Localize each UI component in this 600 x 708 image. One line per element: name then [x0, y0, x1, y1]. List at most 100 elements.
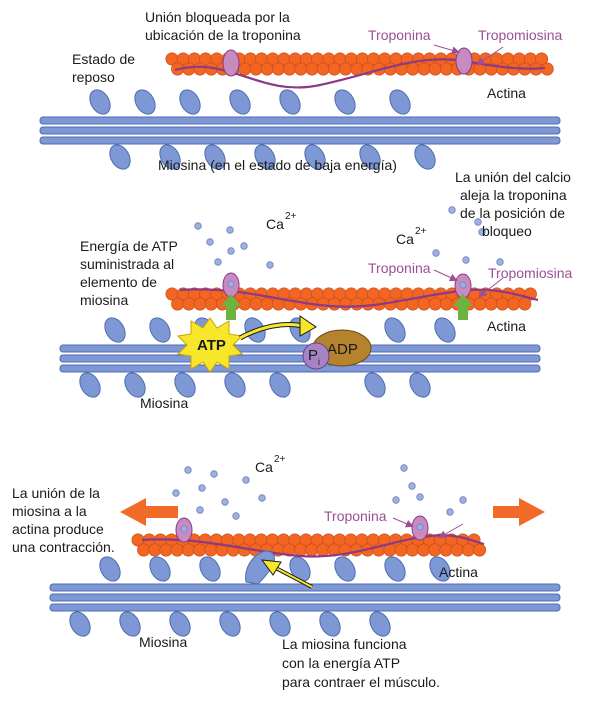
contraction-arrow-right: [493, 498, 545, 526]
actin-bead: [461, 543, 475, 557]
tropomyosin-pointer: [476, 46, 504, 66]
calcium-ion: [196, 506, 204, 514]
actin-bead: [339, 62, 353, 76]
calcium-ion: [227, 247, 235, 255]
contraction-line2: miosina a la: [12, 503, 87, 519]
myosin-heads: [89, 89, 436, 170]
bound-calcium-ion: [416, 523, 424, 531]
myosin-head: [179, 89, 201, 115]
myosin-head: [79, 372, 101, 398]
panel-atp-activation: ATP ADP P i Energía de ATP suministrada …: [59, 169, 573, 411]
calcium-ion: [432, 249, 440, 257]
calcium-label: Ca: [266, 216, 284, 232]
calcium-binding-line3: de la posición de: [460, 205, 565, 221]
myosin-head: [269, 611, 291, 637]
myosin-heads: [69, 556, 451, 637]
myosin-head: [224, 372, 246, 398]
bound-calcium-ion: [227, 280, 235, 288]
actin-bead: [428, 62, 442, 76]
actin-bead: [271, 62, 285, 76]
myosin-head: [104, 317, 126, 343]
calcium-binding-line1: La unión del calcio: [455, 169, 571, 185]
myosin-head: [199, 556, 221, 582]
myosin-head: [389, 89, 411, 115]
actin-bead: [316, 543, 330, 557]
actin-bead: [518, 297, 532, 311]
calcium-ions: [172, 464, 467, 520]
myosin-rod: [49, 593, 561, 602]
calcium-ion: [226, 226, 234, 234]
actin-bead: [171, 297, 185, 311]
calcium-label: Ca: [255, 459, 273, 475]
calcium-ion: [258, 494, 266, 502]
power-stroke-arrow-body: [273, 566, 313, 588]
calcium-charge: 2+: [415, 226, 427, 237]
myosin-head: [159, 144, 181, 170]
myosin-head: [384, 317, 406, 343]
atp-energy-line4: miosina: [80, 292, 128, 308]
myosin-head: [149, 317, 171, 343]
calcium-ion: [206, 238, 214, 246]
actin-bead: [305, 543, 319, 557]
actin-bead: [439, 297, 453, 311]
calcium-binding-line4: bloqueo: [482, 223, 532, 239]
panel-resting-state: Unión bloqueada por la ubicación de la t…: [39, 9, 563, 173]
myosin-rod: [59, 354, 541, 363]
troponin-complex: [222, 49, 240, 77]
atp-label: ATP: [197, 337, 226, 354]
actin-bead: [495, 62, 509, 76]
calcium-ion: [194, 222, 202, 230]
atp-energy-line3: elemento de: [80, 274, 157, 290]
tropomyosin-strand: [174, 58, 546, 89]
troponin-pointer: [392, 517, 414, 528]
actin-label: Actina: [487, 318, 526, 334]
myosin-head: [149, 556, 171, 582]
calcium-ion: [172, 489, 180, 497]
actin-bead: [417, 62, 431, 76]
myosin-label: Miosina: [140, 395, 188, 411]
calcium-ion: [416, 493, 424, 501]
tropomyosin-strand: [179, 288, 539, 308]
actin-bead: [238, 62, 252, 76]
actin-bead: [535, 52, 549, 66]
power-stroke-arrowhead: [260, 559, 282, 576]
actin-bead: [406, 62, 420, 76]
calcium-ion: [210, 470, 218, 478]
calcium-ion: [408, 482, 416, 490]
calcium-ion: [496, 258, 504, 266]
energy-transfer-arrow-body: [239, 323, 304, 340]
calcium-ion: [184, 466, 192, 474]
troponin-pointer: [433, 269, 458, 282]
troponin-label: Troponina: [368, 260, 431, 276]
calcium-charge: 2+: [285, 211, 297, 222]
calcium-charge: 2+: [274, 454, 286, 465]
myosin-head: [359, 144, 381, 170]
troponin-pointer: [438, 523, 464, 538]
actin-bead: [249, 62, 263, 76]
myosin-filament: [49, 556, 561, 637]
myosin-head: [334, 556, 356, 582]
panel1-title-line2: ubicación de la troponina: [145, 27, 301, 43]
myosin-head: [369, 611, 391, 637]
myosin-rods: [39, 116, 561, 145]
actin-bead: [473, 297, 487, 311]
actin-bead: [350, 62, 364, 76]
actin-label: Actina: [439, 564, 478, 580]
bound-calcium-ion: [180, 525, 188, 533]
actin-bead: [484, 297, 498, 311]
actin-bead: [350, 297, 364, 311]
contraction-arrow-left: [120, 498, 178, 526]
myosin-label: Miosina: [139, 634, 187, 650]
tropomyosin-pointer: [478, 277, 504, 298]
myosin-head: [409, 372, 431, 398]
calcium-ion: [448, 206, 456, 214]
green-up-arrow: [221, 294, 241, 320]
calcium-ion: [232, 512, 240, 520]
calcium-ion: [214, 258, 222, 266]
actin-bead: [193, 297, 207, 311]
actin-bead: [327, 62, 341, 76]
myosin-head: [364, 372, 386, 398]
myosin-head: [429, 556, 451, 582]
